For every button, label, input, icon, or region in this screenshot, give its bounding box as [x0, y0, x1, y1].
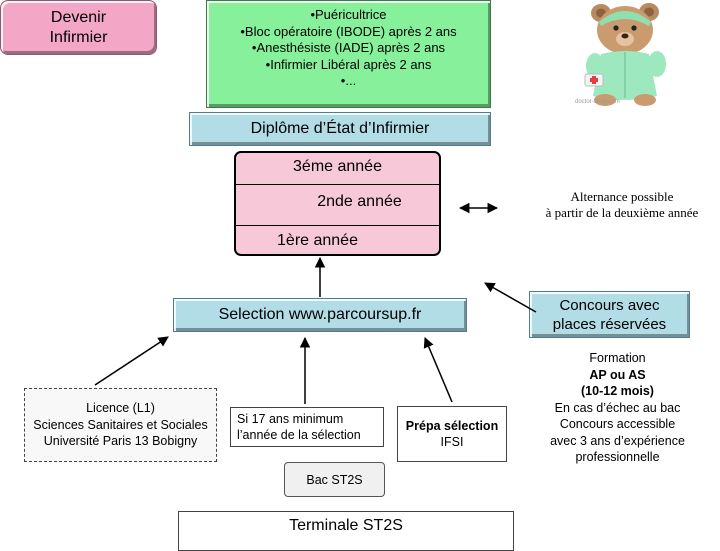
specialisation-item: •Puéricultrice — [310, 7, 387, 22]
concours-line2: places réservées — [552, 315, 667, 333]
licence-box: Licence (L1) Sciences Sanitaires et Soci… — [24, 388, 217, 462]
concours-line1: Concours avec — [559, 296, 660, 314]
prepa-title: Prépa sélection — [405, 418, 499, 433]
specialisation-item: •Anesthésiste (IADE) après 2 ans — [251, 40, 446, 55]
devenir-line1: Devenir — [50, 8, 107, 26]
specialisation-item: •... — [340, 73, 357, 88]
devenir-infirmier-box: Devenir Infirmier — [0, 0, 157, 55]
formation-line6: avec 3 ans d’expérience — [550, 433, 685, 448]
troisieme-annee-label: 3éme année — [293, 158, 382, 175]
terminale-label: Terminale ST2S — [289, 517, 403, 534]
premiere-annee-label: 1ère année — [277, 232, 358, 249]
selection-label: Selection www.parcoursup.fr — [218, 306, 422, 323]
formation-line4: En cas d’échec au bac — [554, 400, 681, 415]
formation-line5: Concours accessible — [559, 417, 676, 432]
annee-divider — [236, 184, 439, 185]
concours-box: Concours avec places réservées — [529, 291, 690, 338]
formation-line2: AP ou AS — [589, 367, 646, 382]
devenir-line2: Infirmier — [49, 28, 108, 46]
formation-ap-as-box: Formation AP ou AS (10-12 mois) En cas d… — [537, 350, 698, 466]
alternance-line1: Alternance possible — [570, 189, 674, 204]
prepa-line2: IFSI — [440, 435, 464, 449]
condition-age-line1: Si 17 ans minimum — [237, 411, 344, 426]
arrow-prepa-to-selection — [423, 337, 453, 403]
arrow-licence-to-selection — [94, 336, 169, 386]
deuxieme-annee-label: 2nde année — [317, 193, 402, 210]
diplome-etat-box: Diplôme d’État d’Infirmier — [189, 112, 491, 146]
formation-line1: Formation — [589, 351, 646, 366]
teddy-bear-nurse-icon — [584, 3, 666, 106]
formation-line7: professionnelle — [575, 450, 660, 465]
condition-age-line2: l’année de la sélection — [237, 428, 361, 442]
diplome-label: Diplôme d’État d’Infirmier — [250, 120, 430, 137]
licence-line2: Sciences Sanitaires et Sociales — [33, 417, 208, 432]
formation-line3: (10-12 mois) — [581, 384, 654, 399]
condition-age-box: Si 17 ans minimum l’année de la sélectio… — [230, 407, 384, 447]
prepa-box: Prépa sélection IFSI — [397, 406, 507, 462]
specialisations-box: •Puéricultrice •Bloc opératoire (IBODE) … — [206, 0, 491, 108]
specialisation-item: •Bloc opératoire (IBODE) après 2 ans — [240, 23, 457, 39]
alternance-line2: à partir de la deuxième année — [545, 205, 699, 220]
alternance-note: Alternance possible à partir de la deuxi… — [530, 189, 714, 221]
arrow-concours-to-annees — [484, 282, 537, 313]
image-caption: doctor-shop.com — [575, 99, 620, 105]
licence-line3: Université Paris 13 Bobigny — [43, 434, 198, 449]
annee-divider — [236, 225, 439, 226]
licence-title: Licence (L1) — [86, 401, 155, 416]
specialisation-item: •Infirmier Libéral après 2 ans — [265, 56, 432, 72]
bac-label: Bac ST2S — [306, 472, 363, 487]
selection-parcoursup-box: Selection www.parcoursup.fr — [173, 298, 467, 332]
annees-formation-box: 3éme année 2nde année 1ère année — [234, 151, 441, 256]
bac-st2s-box: Bac ST2S — [284, 462, 385, 497]
